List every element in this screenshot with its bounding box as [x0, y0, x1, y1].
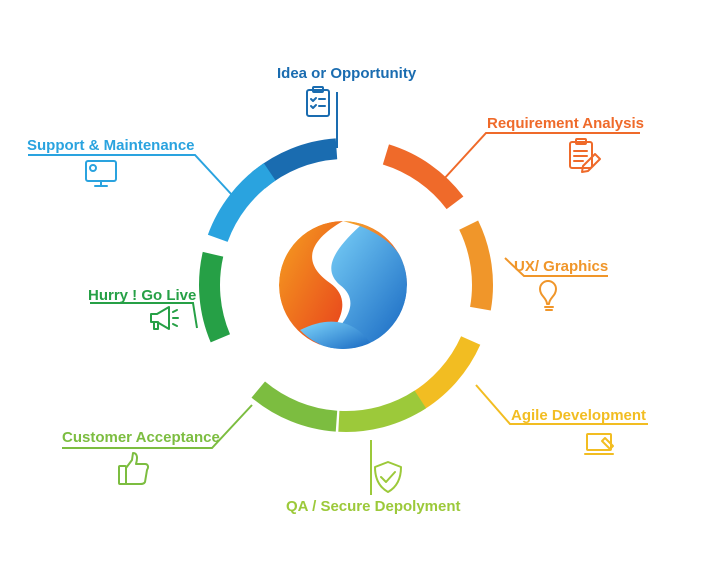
stage-label-idea: Idea or Opportunity — [277, 65, 417, 82]
stage-label-acceptance: Customer Acceptance — [62, 429, 220, 446]
segment-requirement — [382, 144, 464, 210]
stage-label-ux: UX/ Graphics — [514, 258, 608, 275]
stage-label-support: Support & Maintenance — [27, 137, 195, 154]
document-pencil-icon — [569, 138, 601, 173]
shield-check-icon — [374, 461, 402, 493]
light-bulb-icon — [539, 280, 557, 311]
clipboard-checklist-icon — [306, 86, 330, 117]
laptop-code-icon — [584, 433, 614, 455]
stage-label-golive: Hurry ! Go Live — [88, 287, 196, 304]
stage-label-qa: QA / Secure Depolyment — [286, 498, 461, 515]
megaphone-icon — [150, 306, 179, 330]
segment-golive — [199, 251, 231, 343]
connector-ux — [504, 257, 608, 277]
connector-acceptance — [62, 404, 253, 449]
cycle-ring — [199, 138, 493, 433]
connector-golive — [90, 302, 198, 329]
thumbs-up-icon — [118, 452, 150, 485]
segment-qa — [338, 390, 427, 433]
stage-label-agile: Agile Development — [511, 407, 646, 424]
segment-support — [207, 163, 276, 242]
connector-support — [28, 154, 233, 196]
segment-ux — [459, 220, 493, 311]
segment-agile — [409, 336, 481, 413]
segment-acceptance — [251, 381, 338, 432]
connector-agile — [475, 384, 648, 425]
center-logo — [279, 221, 407, 349]
segment-idea — [251, 138, 338, 189]
monitor-support-icon — [85, 160, 117, 187]
connector-requirement — [442, 132, 640, 181]
stage-label-requirement: Requirement Analysis — [487, 115, 644, 132]
